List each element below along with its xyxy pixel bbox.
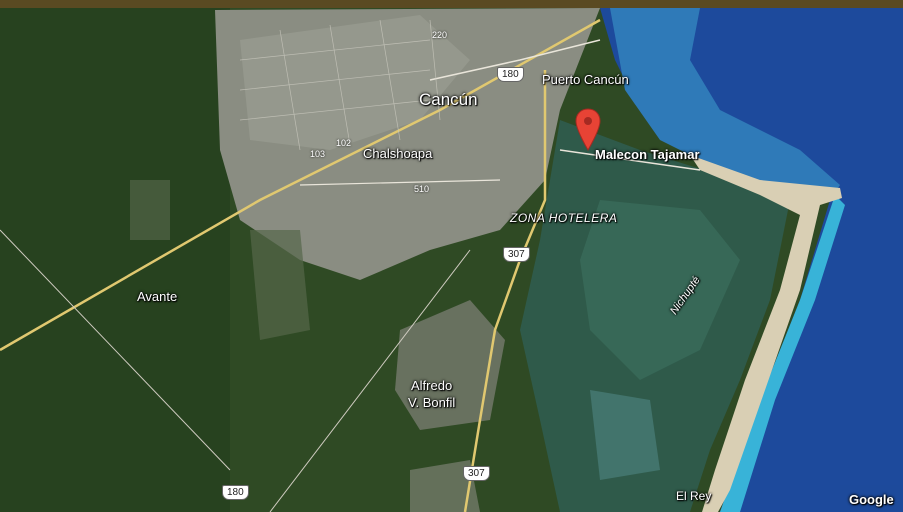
- label-malecon-tajamar[interactable]: Malecon Tajamar: [595, 147, 700, 162]
- label-zona-hotelera: ZONA HOTELERA: [510, 211, 618, 225]
- label-chalshoapa: Chalshoapa: [363, 146, 433, 161]
- road-shield-307-mid: 307: [503, 247, 530, 262]
- street-number-220: 220: [432, 30, 448, 40]
- label-avante: Avante: [137, 289, 178, 304]
- label-cancun: Cancún: [419, 90, 478, 109]
- label-puerto-cancun: Puerto Cancún: [542, 72, 629, 87]
- location-marker-icon[interactable]: [575, 108, 601, 152]
- street-number-510: 510: [414, 184, 430, 194]
- label-el-rey: El Rey: [676, 489, 712, 503]
- label-bonfil: V. Bonfil: [408, 395, 456, 410]
- road-shield-180-top: 180: [497, 67, 524, 82]
- google-attribution[interactable]: Google: [849, 492, 894, 507]
- road-shield-307-bottom: 307: [463, 466, 490, 481]
- road-shield-180-bottom: 180: [222, 485, 249, 500]
- street-number-102: 102: [336, 138, 352, 148]
- label-alfredo: Alfredo: [411, 378, 453, 393]
- street-number-103: 103: [310, 149, 326, 159]
